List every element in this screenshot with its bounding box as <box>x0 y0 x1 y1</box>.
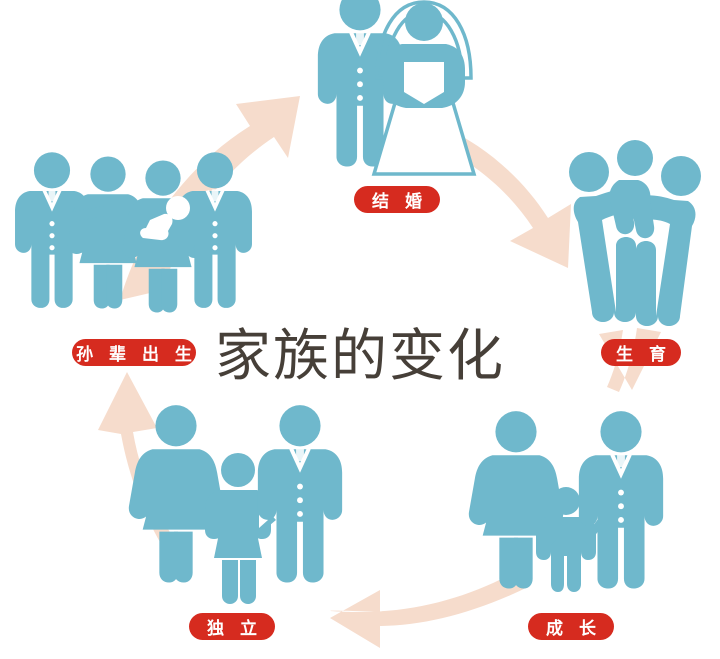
stage-label-grandchildren[interactable]: 孙 辈 出 生 <box>72 339 196 366</box>
adult-female-icon <box>128 405 224 583</box>
held-hands <box>529 512 556 545</box>
baby-icon <box>140 196 190 241</box>
adult-female-icon <box>569 152 647 322</box>
figures-growth <box>468 411 664 592</box>
adult-female-icon <box>468 411 564 589</box>
adult-male-icon <box>578 411 664 589</box>
figures-marriage <box>317 0 477 176</box>
stage-label-marriage[interactable]: 结 婚 <box>354 186 440 213</box>
stage-label-childbirth[interactable]: 生 育 <box>601 339 681 366</box>
stage-label-growth[interactable]: 成 长 <box>528 613 614 640</box>
figures-childbirth <box>569 140 701 326</box>
arm-link <box>72 206 104 222</box>
figures-grandchildren <box>15 152 252 313</box>
adult-male-icon <box>626 156 701 326</box>
bride-icon <box>371 0 477 176</box>
adult-male-icon <box>257 405 343 583</box>
arrow-to-independence <box>330 569 530 648</box>
figures-independence <box>128 405 343 604</box>
stage-label-independence[interactable]: 独 立 <box>189 613 275 640</box>
father-icon <box>178 152 252 308</box>
baby-icon <box>609 140 655 239</box>
held-hands <box>583 512 608 545</box>
page-title: 家族的变化 <box>215 324 505 389</box>
